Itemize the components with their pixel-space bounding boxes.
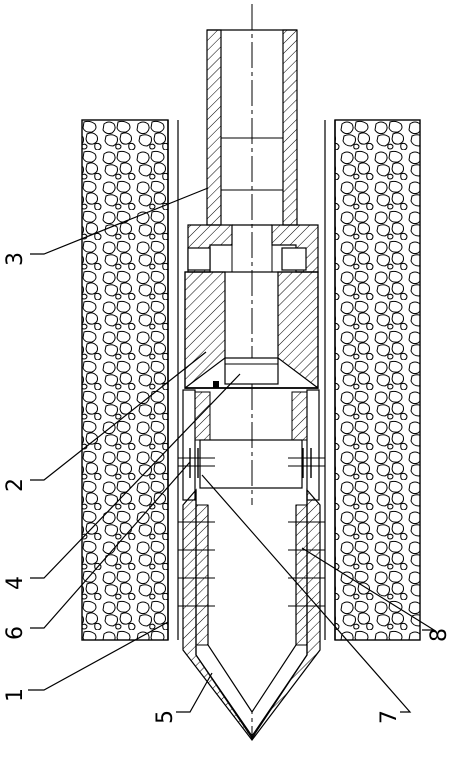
label-2: 2 xyxy=(3,478,28,492)
label-7: 7 xyxy=(377,710,402,724)
leader-lines xyxy=(28,187,437,713)
rock-layer-left xyxy=(81,119,169,641)
drill-bit xyxy=(178,488,325,741)
guide-sleeve xyxy=(182,389,320,501)
adapter-coupling xyxy=(187,224,319,273)
label-6: 6 xyxy=(3,626,28,640)
drill-rod xyxy=(206,29,298,226)
label-8: 8 xyxy=(427,628,452,642)
label-4: 4 xyxy=(3,576,28,590)
pins xyxy=(178,448,325,478)
rock-layer-right xyxy=(334,119,421,641)
label-3: 3 xyxy=(3,252,28,266)
label-1: 1 xyxy=(3,688,28,702)
label-5: 5 xyxy=(153,710,178,724)
